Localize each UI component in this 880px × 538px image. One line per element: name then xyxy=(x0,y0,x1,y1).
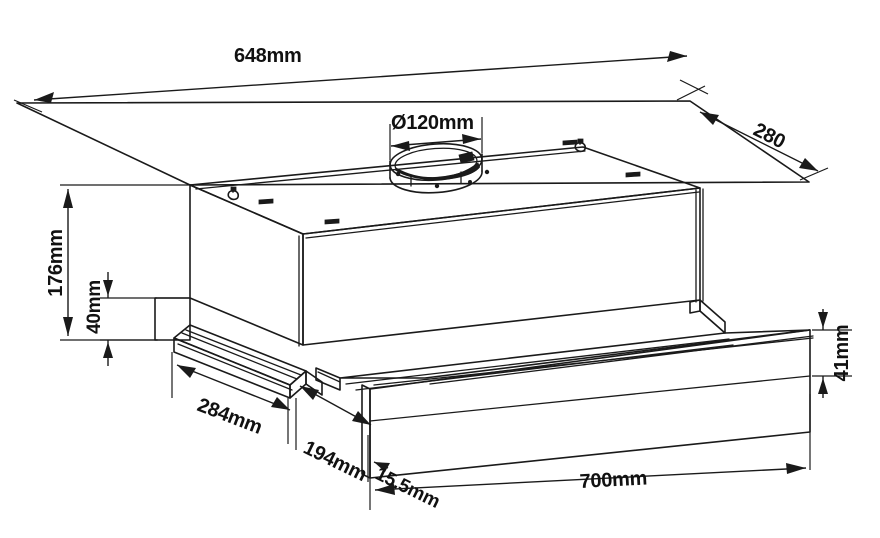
rail-joint-bracket xyxy=(289,367,341,399)
keyhole-tabs xyxy=(227,138,587,201)
mounting-slots xyxy=(258,139,641,225)
dimension-label-diameter: Ø120mm xyxy=(391,112,474,134)
dimension-top-width: 648mm xyxy=(13,45,709,113)
dimension-label-176: 176mm xyxy=(45,229,67,296)
dimension-label-700: 700mm xyxy=(579,467,647,492)
dimension-duct-diameter: Ø120mm xyxy=(389,112,483,160)
lower-left-flange xyxy=(154,297,191,341)
top-mounting-plate xyxy=(16,100,810,186)
slide-out-drawer xyxy=(339,329,814,479)
dimension-lip-height: 40mm xyxy=(84,272,157,366)
dimension-panel-height: 41mm xyxy=(812,309,853,398)
right-slide-rail xyxy=(689,299,726,334)
dimension-body-height: 176mm xyxy=(45,184,192,341)
dimension-label-648: 648mm xyxy=(234,45,301,67)
dimension-label-41: 41mm xyxy=(831,325,853,382)
dimension-front-width: 700mm xyxy=(369,394,811,510)
collar-fixing-dots xyxy=(395,169,490,189)
dimension-label-40: 40mm xyxy=(84,280,105,334)
